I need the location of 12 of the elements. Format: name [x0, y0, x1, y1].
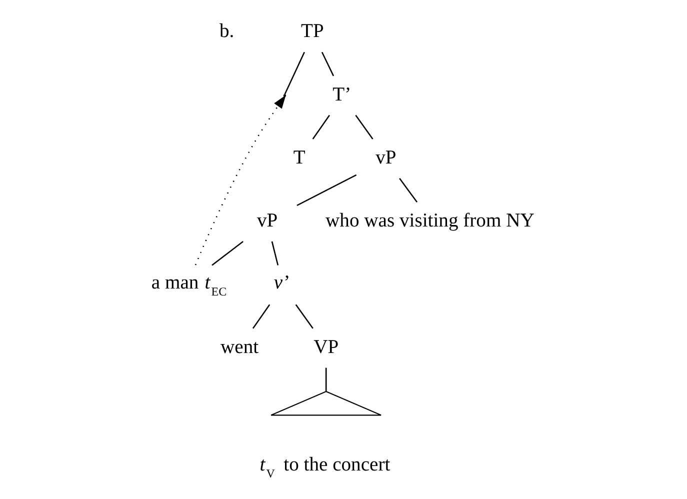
node-text: TP: [301, 21, 324, 42]
node-text: who was visiting from NY: [326, 210, 534, 232]
label: b.: [219, 21, 234, 42]
node-text: vP: [376, 147, 396, 168]
node-text: a man t$_{EC}$: [151, 272, 227, 299]
node-text: vP: [256, 210, 278, 232]
node-text: T’: [332, 84, 352, 106]
node-text: v’: [274, 272, 290, 294]
node-text: went: [220, 336, 259, 358]
node-text: T: [293, 147, 306, 168]
node-text: VP: [314, 336, 339, 358]
node-label: t$_{V}$ to the concert: [260, 454, 390, 480]
